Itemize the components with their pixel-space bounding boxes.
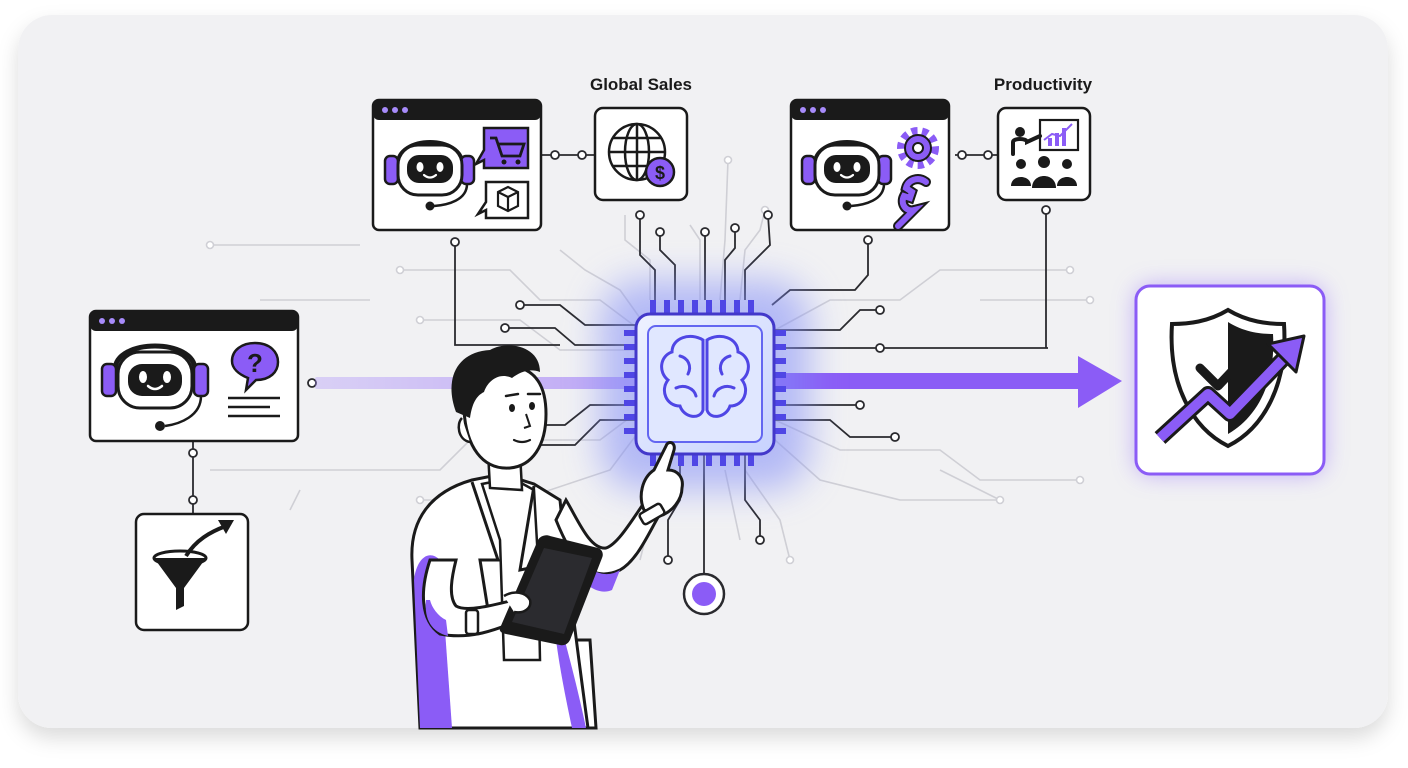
shield-growth-output-panel [1134,284,1326,476]
presenter-person-illustration [410,345,684,730]
text-lines-icon [228,396,280,418]
wrench-icon [893,174,931,231]
global-sales-panel: $ [593,106,689,202]
productivity-label: Productivity [994,75,1093,94]
globe-dollar-icon [607,122,667,182]
productivity-panel [996,106,1092,202]
operations-robot-icon [800,140,893,211]
sales-bot-panel [371,98,543,232]
global-sales-label: Global Sales [590,75,692,94]
sales-robot-icon [383,140,476,211]
operations-bot-panel [789,98,951,232]
svg-text:$: $ [655,163,665,183]
shield-check-growth-icon [1154,307,1306,449]
circuit-trace-dots [205,155,1095,565]
output-arrowhead [1078,356,1122,408]
sales-funnel-icon [152,520,234,610]
right-data-beam [772,373,1082,389]
gear-icon [897,127,939,169]
ai-brain-chip [600,280,810,490]
dark-circuit-dots [188,150,1051,565]
brain-icon [660,335,750,418]
funnel-panel [134,512,250,632]
chip-output-node [682,572,726,616]
svg-text:?: ? [247,348,263,378]
support-robot-icon [100,343,210,431]
presentation-team-icon [1011,118,1080,188]
package-box-icon [474,180,530,220]
question-bubble-icon: ? [230,341,280,394]
tablet-device [499,535,603,646]
support-question-panel: ? [88,309,300,443]
shopping-cart-icon [472,126,530,170]
